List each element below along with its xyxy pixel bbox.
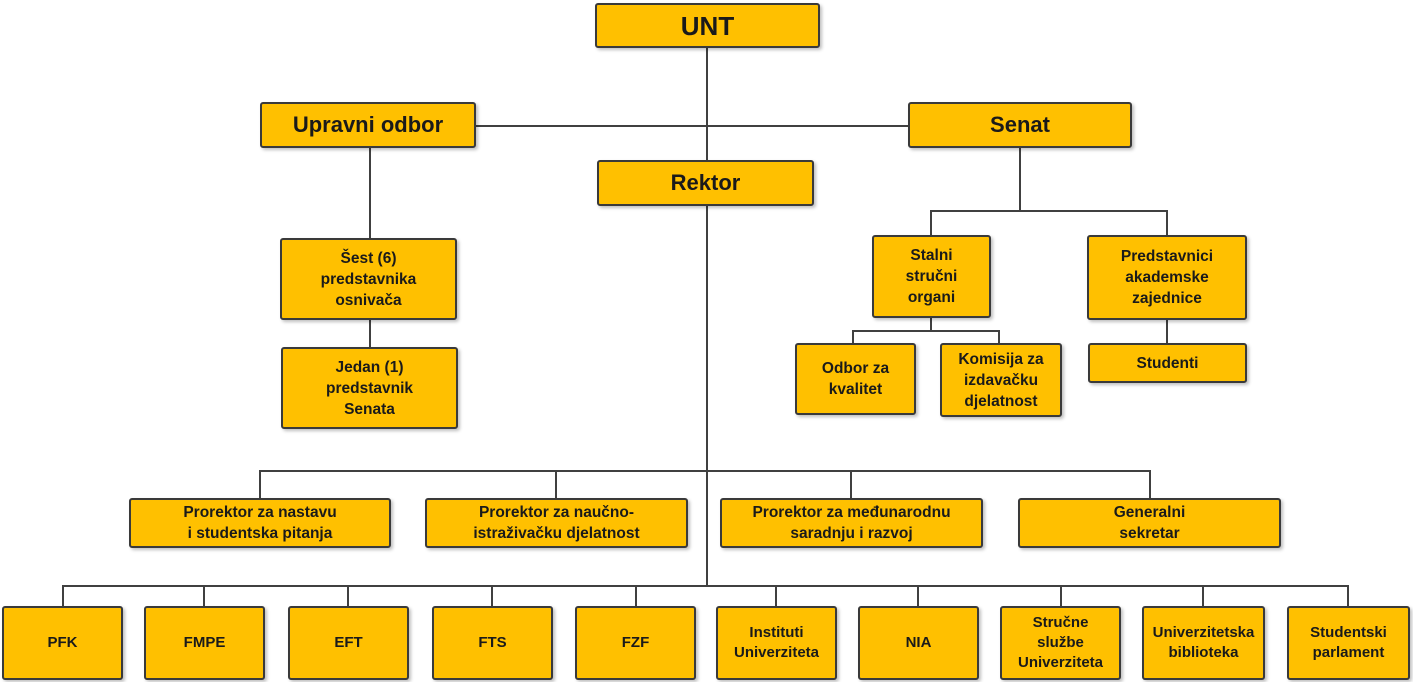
node-unit-professional-services: Stručne službe Univerziteta [1000, 606, 1121, 680]
node-unt: UNT [595, 3, 820, 48]
node-senat-label: Senat [990, 112, 1050, 137]
node-rektor: Rektor [597, 160, 814, 206]
node-secretary-general: Generalni sekretar [1018, 498, 1281, 548]
node-academic-reps: Predstavnici akademske zajednice [1087, 235, 1247, 320]
node-unit-eft: EFT [288, 606, 409, 680]
connector-units [62, 585, 1349, 606]
node-upravni-odbor: Upravni odbor [260, 102, 476, 148]
node-rektor-label: Rektor [670, 170, 741, 195]
node-vice-rector-teaching-label: Prorektor za nastavu i studentska pitanj… [183, 504, 337, 542]
node-founders-reps-label: Šest (6) predstavnika osnivača [320, 249, 417, 309]
node-founders-reps: Šest (6) predstavnika osnivača [280, 238, 457, 320]
node-secretary-general-label: Generalni sekretar [1113, 504, 1186, 542]
node-unit-fts-label: FTS [478, 634, 507, 651]
node-quality-board-label: Odbor za kvalitet [821, 360, 890, 398]
connector-standing-branch-right [931, 330, 1000, 343]
node-publishing-commission-label: Komisija za izdavačku djelatnost [958, 350, 1044, 410]
node-vice-rector-teaching: Prorektor za nastavu i studentska pitanj… [129, 498, 391, 548]
node-students: Studenti [1088, 343, 1247, 383]
node-vice-rector-international-label: Prorektor za međunarodnu saradnju i razv… [752, 504, 951, 542]
node-unit-library: Univerzitetska biblioteka [1142, 606, 1265, 680]
node-unit-fts: FTS [432, 606, 553, 680]
node-standing-bodies-label: Stalni stručni organi [905, 247, 958, 306]
node-standing-bodies: Stalni stručni organi [872, 235, 991, 318]
node-unit-nia-label: NIA [905, 634, 932, 651]
node-students-label: Studenti [1136, 354, 1199, 372]
node-senat: Senat [908, 102, 1132, 148]
node-vice-rector-international: Prorektor za međunarodnu saradnju i razv… [720, 498, 983, 548]
node-unit-fzf-label: FZF [621, 634, 650, 651]
node-senate-rep-label: Jedan (1) predstavnik Senata [325, 358, 413, 418]
node-unit-fzf: FZF [575, 606, 696, 680]
node-unit-institutes-label: Instituti Univerziteta [733, 624, 820, 661]
node-unit-institutes: Instituti Univerziteta [716, 606, 837, 680]
node-unt-label: UNT [680, 10, 735, 41]
node-unit-pfk-label: PFK [47, 634, 78, 651]
node-vice-rector-research-label: Prorektor za naučno- istraživačku djelat… [473, 504, 640, 542]
node-unit-student-parliament: Studentski parlament [1287, 606, 1410, 680]
node-unit-pfk: PFK [2, 606, 123, 680]
node-unit-nia: NIA [858, 606, 979, 680]
node-unit-library-label: Univerzitetska biblioteka [1152, 624, 1255, 661]
node-vice-rector-research: Prorektor za naučno- istraživačku djelat… [425, 498, 688, 548]
node-unit-eft-label: EFT [334, 634, 363, 651]
node-unit-fmpe: FMPE [144, 606, 265, 680]
node-unit-professional-services-label: Stručne službe Univerziteta [1017, 614, 1104, 671]
node-unit-student-parliament-label: Studentski parlament [1310, 624, 1387, 661]
node-unit-fmpe-label: FMPE [183, 634, 226, 651]
connector-senate-branch [930, 210, 1168, 235]
node-academic-reps-label: Predstavnici akademske zajednice [1120, 248, 1214, 307]
node-upravni-odbor-label: Upravni odbor [292, 112, 444, 137]
node-quality-board: Odbor za kvalitet [795, 343, 916, 415]
connector-standing-branch [852, 318, 932, 343]
connector-vice-rectors [259, 470, 1151, 498]
node-publishing-commission: Komisija za izdavačku djelatnost [940, 343, 1062, 417]
node-senate-rep: Jedan (1) predstavnik Senata [281, 347, 458, 429]
